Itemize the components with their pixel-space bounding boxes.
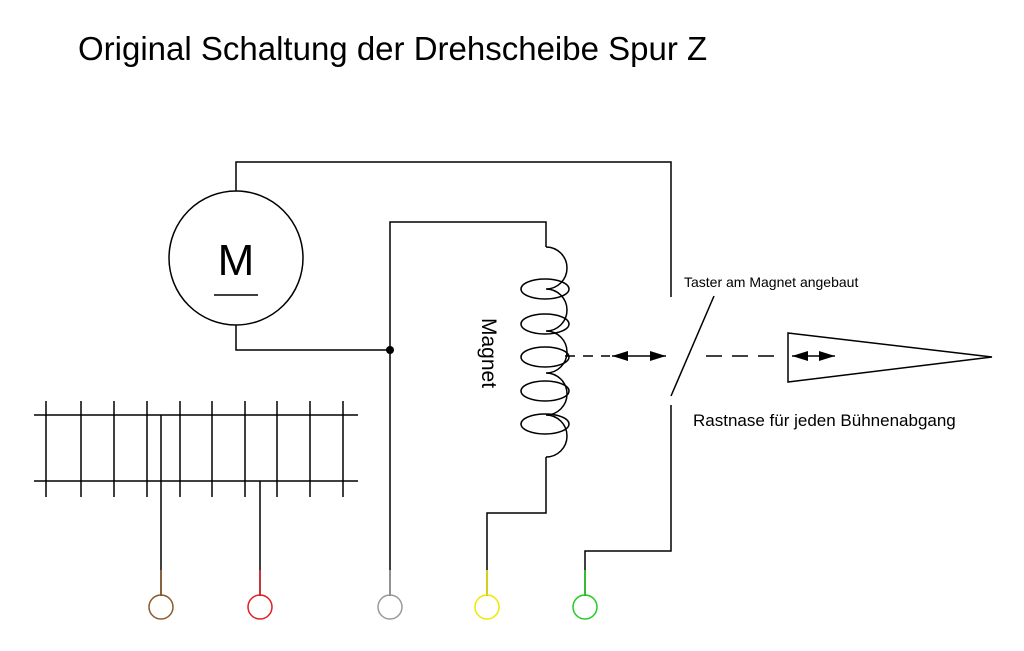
terminal-green: [572, 594, 598, 620]
wire-motor-junction: [235, 325, 390, 351]
coil-loop: [520, 380, 570, 402]
detent-label: Rastnase für jeden Bühnenabgang: [693, 411, 956, 430]
coil-label: Magnet: [477, 318, 500, 388]
terminal-yellow: [474, 594, 500, 620]
coil-loop: [520, 413, 570, 435]
switch-label: Taster am Magnet angebaut: [684, 274, 858, 290]
magnet-coil: Magnet: [477, 246, 570, 458]
terminals: [148, 570, 598, 620]
motor: M: [168, 190, 304, 326]
wire-coil-yellow: [486, 457, 547, 596]
track: [34, 401, 358, 497]
diagram-title: Original Schaltung der Drehscheibe Spur …: [78, 30, 708, 67]
terminal-red: [247, 594, 273, 620]
junction-dot: [386, 346, 394, 354]
switch-blade: [670, 295, 715, 397]
terminal-brown: [148, 594, 174, 620]
wire-junction-grey: [389, 221, 547, 596]
terminal-grey: [377, 594, 403, 620]
double-arrow-plunger: [612, 351, 666, 361]
detent-triangle: [787, 332, 993, 383]
wire-switch-green: [584, 405, 672, 596]
coil-loop: [520, 278, 570, 300]
double-arrow-detent: [792, 351, 835, 361]
motor-symbol: M: [218, 236, 255, 285]
coil-loop: [520, 346, 570, 368]
wire-motor-switch: [235, 161, 672, 297]
coil-loop: [520, 313, 570, 335]
sleepers: [45, 401, 344, 497]
